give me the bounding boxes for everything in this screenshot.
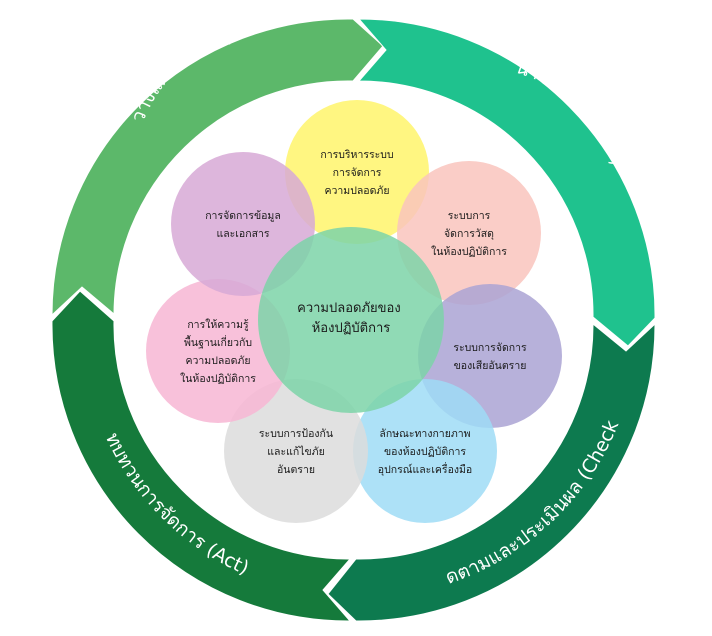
petal-label-line: อุปกรณ์และเครื่องมือ	[378, 462, 472, 476]
petal-label-line: ลักษณะทางกายภาพ	[379, 428, 470, 440]
petal-label-data-documents: การจัดการข้อมูลและเอกสาร	[205, 210, 281, 240]
petal-label-line: การจัดการข้อมูล	[205, 210, 281, 222]
do-arrow	[357, 18, 656, 347]
petal-label-waste-management: ระบบการจัดการของเสียอันตราย	[453, 342, 527, 372]
petal-label-line: การให้ความรู้	[187, 318, 249, 331]
petal-label-line: จัดการวัสดุ	[444, 228, 494, 240]
petal-label-line: และเอกสาร	[216, 228, 269, 240]
petal-physical-environment	[353, 379, 497, 523]
petal-label-safety-management: การบริหารระบบการจัดการความปลอดภัย	[320, 149, 393, 197]
petal-chemical-management	[397, 161, 541, 305]
svg-text:ความปลอดภัยของ ห้องปฏิบั: ความปลอดภัยของ ห้องปฏิบัติการ	[297, 301, 405, 336]
center-title-line-1: ความปลอดภัยของ	[297, 301, 401, 316]
petal-label-safety-knowledge: การให้ความรู้พื้นฐานเกี่ยวกับความปลอดภัย…	[180, 318, 256, 385]
petal-label-line: ในห้องปฏิบัติการ	[180, 372, 256, 385]
petal-label-line: การจัดการ	[333, 167, 382, 179]
petal-label-line: อันตราย	[277, 464, 315, 476]
petal-label-line: การบริหารระบบ	[320, 149, 393, 161]
act-arrow	[51, 290, 352, 622]
petal-label-physical-environment: ลักษณะทางกายภาพของห้องปฏิบัติการอุปกรณ์แ…	[378, 428, 472, 476]
petal-label-line: ของเสียอันตราย	[454, 359, 527, 372]
petal-label-line: ความปลอดภัย	[185, 355, 250, 367]
petal-label-line: ความปลอดภัย	[324, 185, 389, 197]
petal-label-hazard-prevention: ระบบการป้องกันและแก้ไขภัยอันตราย	[259, 428, 333, 476]
petal-label-line: ในห้องปฏิบัติการ	[431, 245, 507, 258]
petal-label-line: ของห้องปฏิบัติการ	[384, 446, 466, 458]
petal-group: การบริหารระบบการจัดการความปลอดภัยระบบการ…	[146, 100, 562, 523]
petal-data-documents	[171, 152, 315, 296]
center-circle	[258, 227, 444, 413]
petal-hazard-prevention	[224, 379, 368, 523]
petal-label-line: พื้นฐานเกี่ยวกับ	[184, 335, 252, 349]
center-title-line-2: ห้องปฏิบัติการ	[312, 321, 391, 336]
petal-label-line: ระบบการ	[448, 210, 491, 222]
petal-safety-management	[285, 100, 429, 244]
check-arrow	[327, 322, 656, 622]
center-hub: ความปลอดภัยของ ห้องปฏิบัติการ	[258, 227, 444, 413]
plan-arrow	[51, 18, 384, 317]
petal-safety-knowledge	[146, 279, 290, 423]
petal-label-line: ระบบการจัดการ	[453, 342, 527, 354]
petal-label-line: ระบบการป้องกัน	[259, 428, 333, 440]
petal-label-line: และแก้ไขภัย	[267, 445, 325, 458]
petal-label-chemical-management: ระบบการจัดการวัสดุในห้องปฏิบัติการ	[431, 210, 507, 258]
